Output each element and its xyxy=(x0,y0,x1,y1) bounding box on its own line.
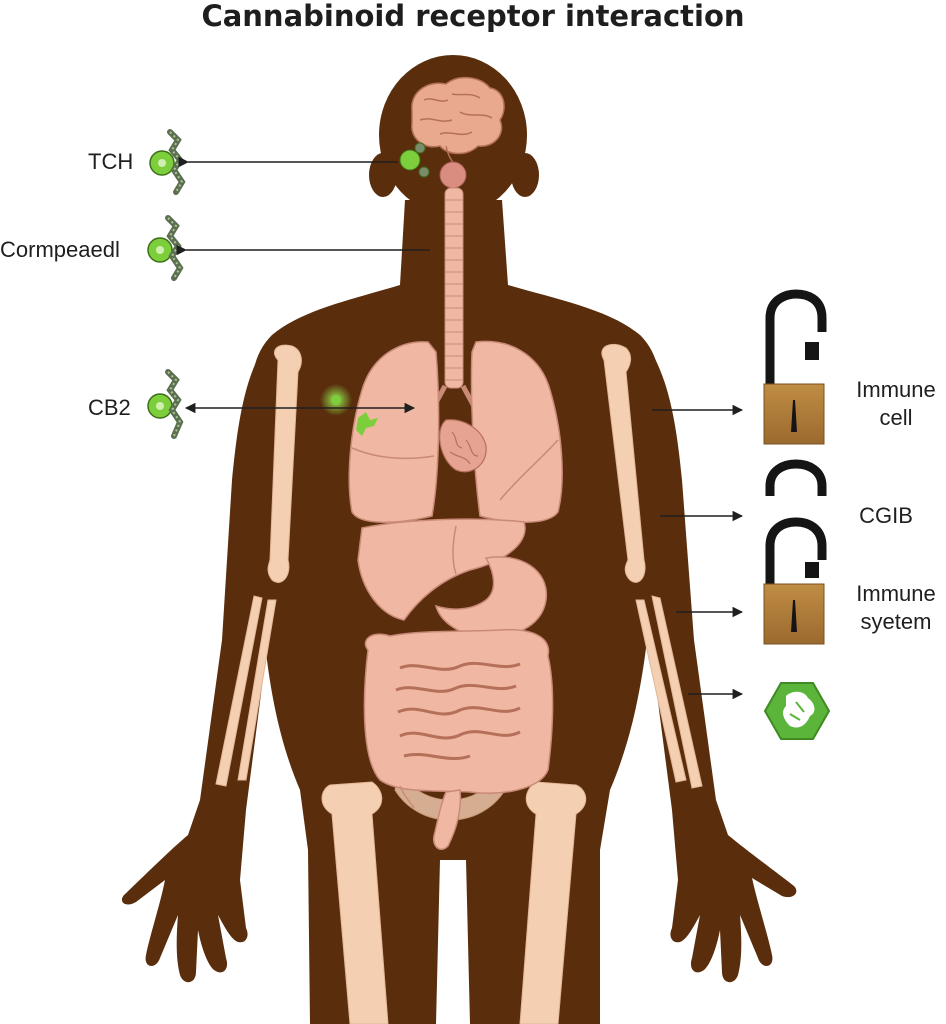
label-immune-cell: Immune cell xyxy=(846,376,946,432)
diagram-title: Cannabinoid receptor interaction xyxy=(201,0,745,33)
brain xyxy=(411,76,505,167)
label-immune-system-line2: syetem xyxy=(860,609,932,634)
intestines xyxy=(363,628,554,850)
molecule-icon-compound xyxy=(147,215,184,281)
open-shackle-icon xyxy=(765,459,827,496)
label-tch: TCH xyxy=(88,149,134,174)
label-immune-cell-line1: Immune xyxy=(856,377,936,402)
padlock-icon-2 xyxy=(763,517,827,645)
label-cgib: CGIB xyxy=(859,503,913,528)
molecule-icon-cb2 xyxy=(147,369,184,439)
heart xyxy=(439,419,487,473)
padlock-icon-1 xyxy=(763,289,827,445)
label-immune-system-line1: Immune xyxy=(856,581,936,606)
label-compound: Cormpeaedl xyxy=(0,237,120,262)
brain-molecule-icon xyxy=(399,142,430,178)
right-arrows xyxy=(652,404,744,700)
green-hexagon-icon xyxy=(763,682,831,740)
left-arrows xyxy=(176,156,430,414)
label-immune-cell-line2: cell xyxy=(879,405,913,430)
molecule-icon-tch xyxy=(149,129,186,195)
lungs xyxy=(348,340,563,523)
label-cb2: CB2 xyxy=(88,395,131,420)
liver xyxy=(357,518,526,621)
receptor-binding-icon xyxy=(356,412,378,436)
label-immune-system: Immune syetem xyxy=(846,580,946,636)
